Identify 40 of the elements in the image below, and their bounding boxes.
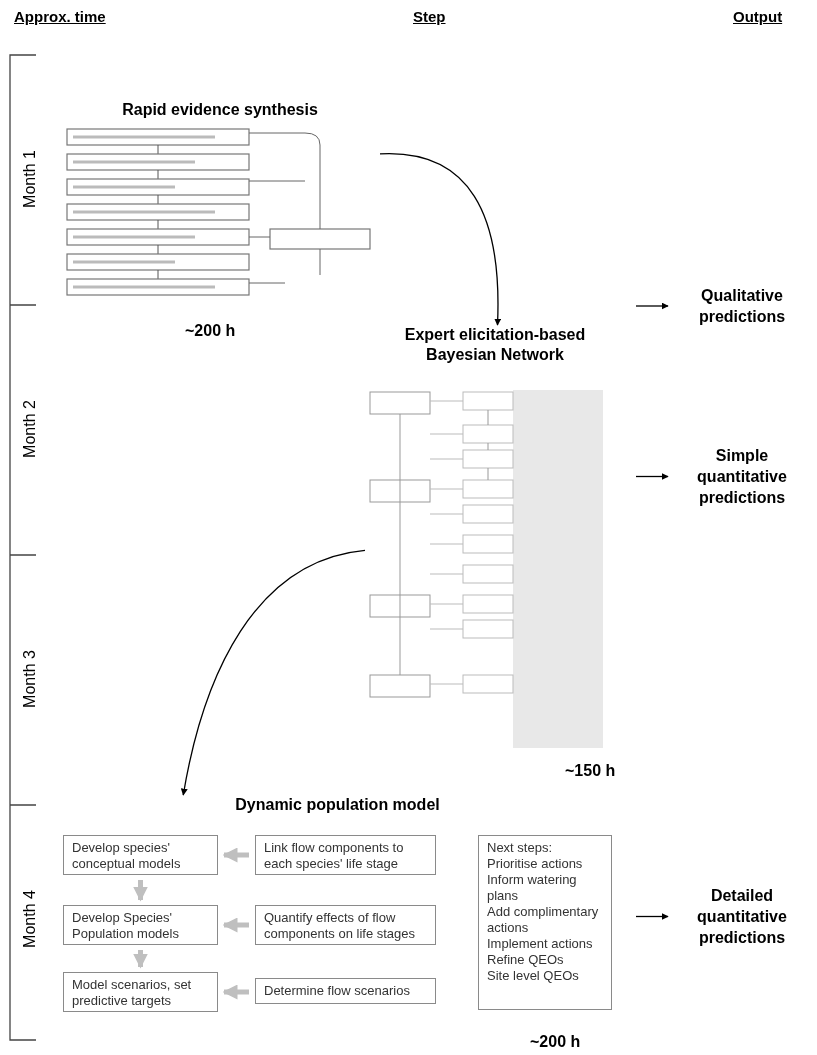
output-label: Qualitative predictions bbox=[672, 285, 812, 327]
duration-label: ~150 h bbox=[565, 762, 616, 780]
column-header: Output bbox=[733, 8, 783, 25]
panel-title: Rapid evidence synthesis bbox=[121, 100, 319, 120]
arrow bbox=[222, 984, 249, 1000]
process-box: Develop Species' Population models bbox=[63, 905, 218, 945]
arrow bbox=[635, 302, 669, 310]
note-text: Next steps: bbox=[487, 840, 554, 856]
process-box: Determine flow scenarios bbox=[255, 978, 436, 1004]
column-header: Approx. time bbox=[14, 8, 106, 25]
process-box: Develop species' conceptual models bbox=[63, 835, 218, 875]
period-label: Month 3 bbox=[21, 649, 39, 709]
process-box: Quantify effects of flow components on life stages bbox=[255, 905, 436, 945]
arrow bbox=[222, 847, 249, 863]
arrow bbox=[635, 913, 669, 920]
period-label: Month 4 bbox=[21, 889, 39, 949]
duration-label: ~200 h bbox=[530, 1033, 581, 1051]
arrow bbox=[635, 473, 669, 480]
period-label: Month 1 bbox=[21, 149, 39, 209]
note-box bbox=[478, 835, 612, 1010]
process-box: Model scenarios, set predictive targets bbox=[63, 972, 218, 1012]
arrow bbox=[379, 153, 502, 326]
note-text: Refine QEOs bbox=[487, 952, 565, 968]
panel-title: Dynamic population model bbox=[234, 795, 441, 815]
panel-title: Expert elicitation-based Bayesian Network bbox=[403, 325, 587, 365]
note-text: Inform watering plans bbox=[487, 872, 578, 904]
arrow bbox=[222, 917, 249, 933]
column-header: Step bbox=[413, 8, 446, 25]
period-label: Month 2 bbox=[21, 399, 39, 459]
arrow bbox=[181, 549, 366, 796]
note-text: Add complimentary actions bbox=[487, 904, 600, 936]
output-label: Simple quantitative predictions bbox=[672, 445, 812, 508]
note-text: Prioritise actions bbox=[487, 856, 584, 872]
duration-label: ~200 h bbox=[185, 322, 236, 340]
note-text: Implement actions bbox=[487, 936, 594, 952]
arrow bbox=[133, 950, 148, 969]
arrow bbox=[133, 880, 148, 902]
output-label: Detailed quantitative predictions bbox=[672, 885, 812, 948]
process-box: Link flow components to each species' life stage bbox=[255, 835, 436, 875]
note-text: Site level QEOs bbox=[487, 968, 580, 984]
